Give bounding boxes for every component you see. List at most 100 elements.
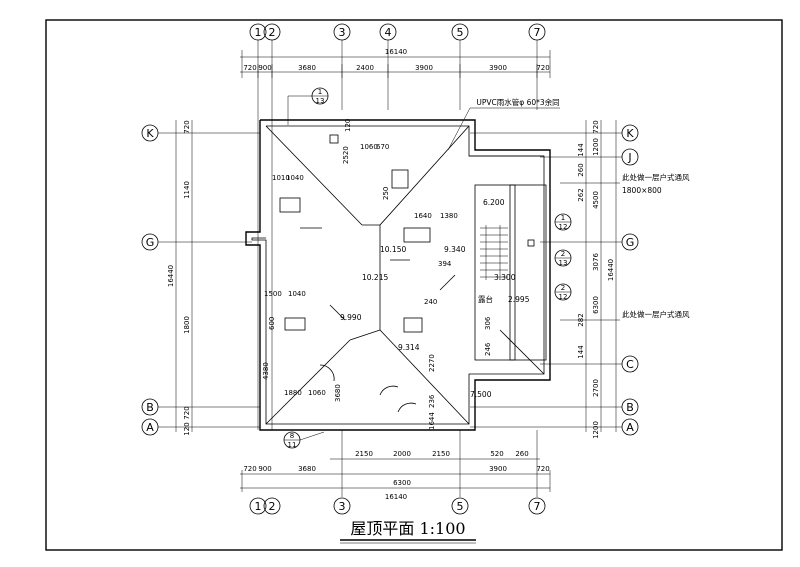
inner-dim-14: 394 (438, 260, 452, 268)
pipe-note: UPVC雨水管φ 60*3余同 (447, 97, 560, 151)
right-dim-5: 2700 (592, 379, 600, 397)
detail-mark-3-num: 2 (561, 284, 565, 292)
inner-dim-1: 670 (376, 143, 389, 151)
left-dim-1: 1140 (183, 181, 191, 199)
pipe-note-text: UPVC雨水管φ 60*3余同 (476, 97, 559, 107)
elevation-3: 10.215 (362, 273, 388, 282)
inner-dim-0: 1060 (360, 143, 378, 151)
axis-row-c-right: C (626, 358, 634, 371)
inner-dim-9: 1060 (308, 389, 326, 397)
bottom-dim-b3: 6300 (393, 479, 411, 487)
elevation-1: 10.150 (380, 245, 406, 254)
axis-row-k-right: K (626, 127, 634, 140)
inner-dim-7: 1040 (288, 290, 306, 298)
axis-col-7-top: 7 (534, 26, 541, 39)
inner-dim-12: 236 (428, 394, 436, 408)
right-dim-1: 1200 (592, 138, 600, 156)
inner-dim-5: 1380 (440, 212, 458, 220)
vent-note-3: 此处做一层户式通风 (622, 309, 690, 319)
top-dim-2: 3680 (298, 64, 316, 72)
axis-col-1-top: 1 (255, 26, 262, 39)
axis-row-k-left: K (146, 127, 154, 140)
elevation-2: 9.340 (444, 245, 466, 254)
roof-outline (245, 119, 551, 431)
left-total-dim: 16440 (167, 265, 175, 287)
axis-col-2-top: 2 (269, 26, 276, 39)
bottom-dim-b2: 3680 (298, 465, 316, 473)
bottom-dim-b4: 3900 (489, 465, 507, 473)
inner-dim-16: 240 (424, 298, 437, 306)
inner-dim-19: 600 (268, 317, 276, 330)
right-dim-4: 6300 (592, 296, 600, 314)
drawing-title-block: 屋顶平面 1:100 (340, 519, 476, 544)
bottom-dim-b5: 720 (536, 465, 549, 473)
detail-marks: 1 13 1 12 2 13 2 12 8 11 (283, 87, 572, 449)
inner-dim-11: 2270 (428, 354, 436, 372)
top-total-dim: 16140 (385, 48, 407, 56)
inner-dim-20: 4380 (262, 362, 270, 380)
detail-mark-2-sheet: 13 (559, 259, 568, 267)
elevation-4: 9.990 (340, 313, 362, 322)
bottom-dim-a4: 260 (515, 450, 528, 458)
right-dim-0: 720 (592, 120, 600, 133)
left-dim-3: 720 (183, 406, 191, 419)
column-axes-bottom: 1 2 3 5 7 (249, 430, 546, 515)
inner-dim-13: 1644 (428, 412, 436, 430)
top-dim-0: 720 (243, 64, 256, 72)
bottom-dim-a0: 2150 (355, 450, 373, 458)
axis-row-g-right: G (626, 236, 635, 249)
inner-dim-22: 120 (344, 119, 352, 132)
right-dim-6: 1200 (592, 421, 600, 439)
right-total-dim: 16440 (607, 259, 615, 281)
bottom-dim-a2: 2150 (432, 450, 450, 458)
detail-mark-4-sheet: 11 (288, 441, 297, 449)
axis-row-a-right: A (626, 421, 634, 434)
inner-dim-15: 246 (484, 342, 492, 356)
right-dim-2: 4500 (592, 191, 600, 209)
axis-row-b-left: B (146, 401, 154, 414)
inner-dim-6: 1500 (264, 290, 282, 298)
detail-mark-4-num: 8 (290, 432, 294, 440)
axis-row-a-left: A (146, 421, 154, 434)
axis-col-4-top: 4 (385, 26, 392, 39)
right-dim-3: 3076 (592, 253, 600, 271)
vent-notes: 此处做一层户式通风 1800×800 此处做一层户式通风 (560, 172, 690, 321)
inner-dimensions: 1060 670 1010 1040 1640 1380 1500 1040 1… (262, 119, 492, 430)
inner-dim-3: 1040 (286, 174, 304, 182)
terrace-label: 露台 (478, 294, 493, 304)
right-dimensions: 720 1200 4500 3076 6300 2700 1200 16440 … (577, 120, 617, 439)
axis-col-1-bottom: 1 (255, 500, 262, 513)
left-dim-4: 120 (183, 422, 191, 435)
row-axes-right: K J G C B A (470, 124, 639, 436)
bottom-dim-b0: 720 (243, 465, 256, 473)
axis-row-j-right: J (627, 151, 631, 164)
bottom-dimensions: 2150 2000 2150 520 260 720 900 3680 6300… (240, 450, 551, 501)
right-inner-1: 260 (577, 163, 585, 176)
bottom-dim-a3: 520 (490, 450, 503, 458)
bottom-dim-b1: 900 (258, 465, 271, 473)
top-dim-3: 2400 (356, 64, 374, 72)
elevation-6: 3.300 (494, 273, 516, 282)
left-dimensions: 16440 720 1140 1800 720 120 (167, 120, 193, 436)
axis-row-b-right: B (626, 401, 634, 414)
elevation-labels: 6.200 10.150 9.340 10.215 9.990 9.314 3.… (340, 198, 530, 399)
inner-dim-17: 306 (484, 316, 492, 330)
top-dim-1: 900 (258, 64, 271, 72)
detail-mark-3-sheet: 12 (559, 293, 568, 301)
detail-mark-0-sheet: 13 (316, 97, 325, 105)
axis-col-2-bottom: 2 (269, 500, 276, 513)
top-dim-6: 720 (536, 64, 549, 72)
detail-mark-0-num: 1 (318, 88, 322, 96)
drawing-title: 屋顶平面 1:100 (350, 519, 465, 538)
left-dim-0: 720 (183, 120, 191, 133)
top-dim-4: 3900 (415, 64, 433, 72)
elevation-8: 7.500 (470, 390, 492, 399)
axis-col-3-top: 3 (339, 26, 346, 39)
elevation-7: 2.995 (508, 295, 530, 304)
left-dim-2: 1800 (183, 316, 191, 334)
column-axes-top: 1 2 3 4 5 7 (249, 23, 546, 430)
axis-col-3-bottom: 3 (339, 500, 346, 513)
inner-dim-21: 3680 (334, 384, 342, 402)
axis-row-g-left: G (146, 236, 155, 249)
right-inner-6: 144 (577, 345, 585, 359)
